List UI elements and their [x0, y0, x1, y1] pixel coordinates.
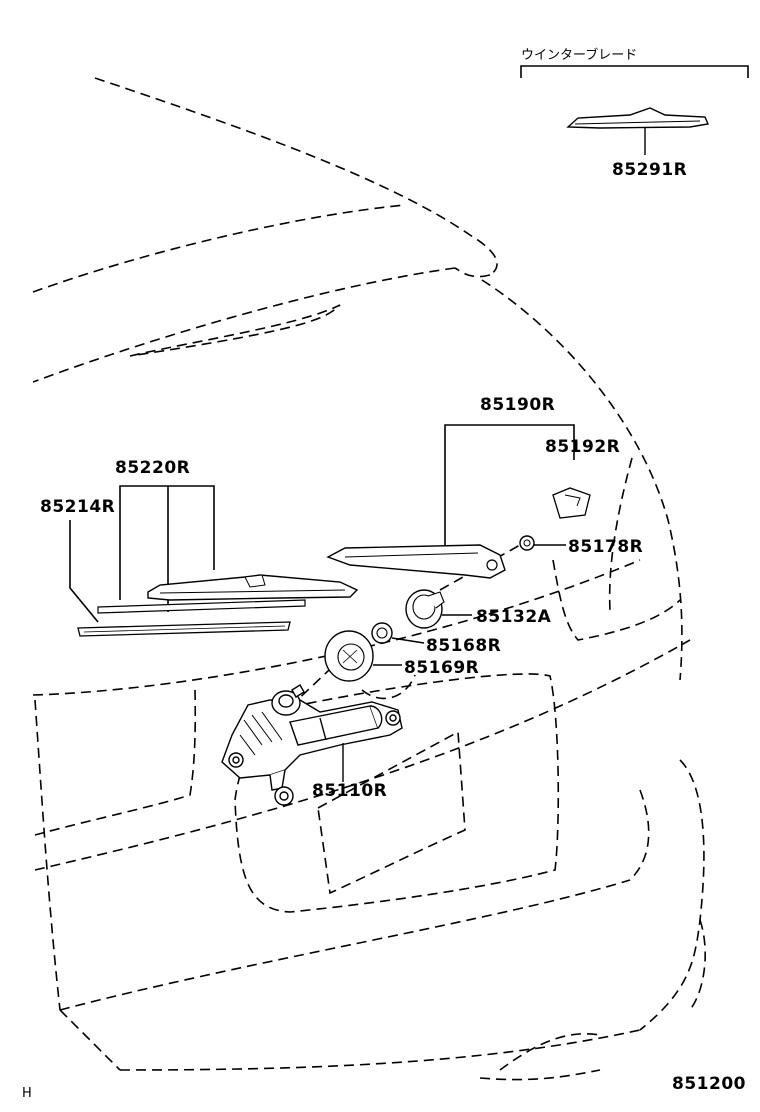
part-label-85178R[interactable]: 85178R — [568, 537, 643, 557]
wiper-motor-icon[interactable] — [221, 684, 403, 806]
wiper-arm-cap-icon[interactable] — [552, 487, 591, 519]
diagram-code: 851200 — [672, 1074, 746, 1094]
pivot-parts-group: 85132A 85168R 85169R — [324, 589, 552, 682]
part-label-85169R[interactable]: 85169R — [404, 658, 479, 678]
wiper-blade-group: 85220R 85214R — [40, 458, 359, 637]
winter-blade-group: ウインターブレード 85291R — [520, 47, 749, 180]
blade-rubber-icon[interactable] — [77, 599, 306, 637]
winter-blade-header: ウインターブレード — [521, 47, 637, 63]
part-label-85110R[interactable]: 85110R — [312, 781, 387, 801]
wiper-blade-icon[interactable] — [147, 574, 359, 601]
vehicle-body-outline — [32, 77, 706, 1081]
wiper-motor-group: 85110R — [221, 684, 403, 806]
part-label-85132A[interactable]: 85132A — [476, 607, 552, 627]
wiper-arm-icon[interactable] — [326, 544, 506, 579]
winter-blade-icon[interactable] — [566, 107, 709, 129]
part-label-85168R[interactable]: 85168R — [426, 636, 501, 656]
part-label-85214R[interactable]: 85214R — [40, 497, 115, 517]
wiper-arm-group: 85190R 85192R 85178R — [326, 395, 643, 579]
part-label-85220R[interactable]: 85220R — [115, 458, 190, 478]
nut-icon[interactable] — [519, 535, 535, 551]
grommet-icon[interactable] — [324, 630, 374, 682]
pivot-cap-icon[interactable] — [405, 589, 445, 629]
winter-blade-bracket — [520, 65, 749, 78]
part-label-85291R[interactable]: 85291R — [612, 160, 687, 180]
corner-mark: H — [22, 1086, 32, 1101]
part-label-85190R[interactable]: 85190R — [480, 395, 555, 415]
washer-icon[interactable] — [371, 622, 393, 644]
part-label-85192R[interactable]: 85192R — [545, 437, 620, 457]
